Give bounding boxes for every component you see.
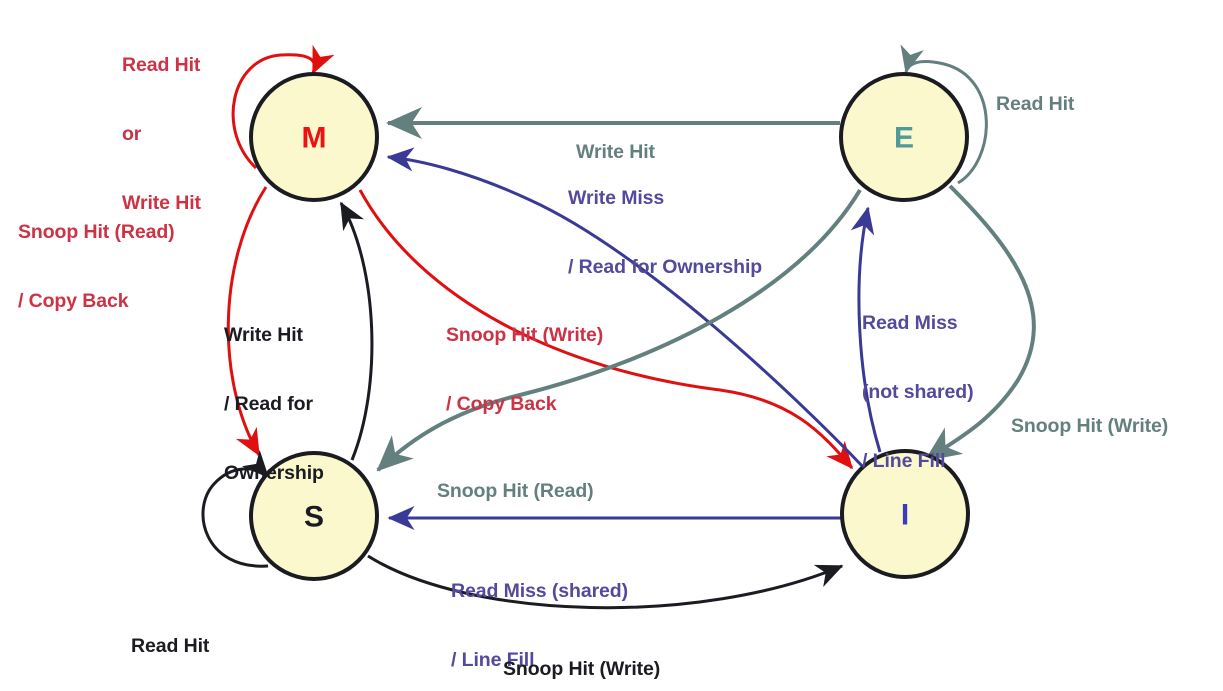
edge-i-to-e <box>850 206 882 453</box>
edge-label-s-to-i: Snoop Hit (Write) <box>503 612 660 691</box>
state-label-s: S <box>304 501 324 534</box>
edge-label-e-to-s-line1: Snoop Hit (Read) <box>437 480 594 502</box>
state-circle-s[interactable] <box>249 451 379 581</box>
edge-label-m-to-s-line1: Snoop Hit (Read) <box>18 221 175 243</box>
edge-m-to-m <box>231 44 335 170</box>
edge-label-s-to-m-line1: Write Hit <box>224 324 303 346</box>
edge-label-e-to-m-line1: Write Hit <box>576 141 655 163</box>
edge-m-to-i <box>358 189 854 470</box>
edge-label-i-to-e-line1: Read Miss <box>862 312 958 334</box>
edge-label-s-to-m: Write Hit / Read for Ownership <box>224 278 324 531</box>
state-label-i: I <box>901 499 909 532</box>
edge-label-i-to-m-line1: Write Miss <box>568 187 665 209</box>
state-label-e: E <box>894 122 914 155</box>
edge-label-e-to-m: Write Hit <box>576 95 655 210</box>
state-node-e[interactable]: E <box>839 72 969 202</box>
edge-e-to-e <box>900 44 988 185</box>
edge-label-i-to-s-line2: / Line Fill <box>451 649 535 671</box>
edge-label-s-to-i-line1: Snoop Hit (Write) <box>503 658 661 680</box>
edge-label-i-to-m-line2: / Read for Ownership <box>568 256 763 278</box>
edge-label-m-to-s: Snoop Hit (Read) / Copy Back <box>18 175 175 359</box>
edge-i-to-m <box>386 147 868 472</box>
state-circle-m[interactable] <box>249 72 379 202</box>
edge-label-m-self-line3: Write Hit <box>122 192 201 214</box>
edge-s-to-s <box>201 450 270 568</box>
edge-label-i-to-e-line3: / Line Fill <box>862 450 946 472</box>
edge-label-s-to-m-line2: / Read for <box>224 393 313 415</box>
state-circle-i[interactable] <box>840 449 970 579</box>
state-circle-e[interactable] <box>839 72 969 202</box>
edge-label-m-to-i-line2: / Copy Back <box>446 393 557 415</box>
edge-label-e-self: Read Hit <box>996 47 1074 162</box>
edge-label-s-to-m-line3: Ownership <box>224 462 324 484</box>
edge-label-m-to-i-line1: Snoop Hit (Write) <box>446 324 604 346</box>
edge-label-s-self: Read Hit or Snoop Hit (Read) <box>131 589 288 691</box>
state-node-m[interactable]: M <box>249 72 379 202</box>
edge-label-i-to-s-line1: Read Miss (shared) <box>451 580 629 602</box>
edge-label-e-self-line1: Read Hit <box>996 93 1075 115</box>
edge-label-s-self-line1: Read Hit <box>131 635 210 657</box>
edge-label-i-to-s: Read Miss (shared) / Line Fill <box>451 534 628 691</box>
edge-e-to-s <box>376 188 862 472</box>
edge-label-e-to-i: Snoop Hit (Write) <box>1011 369 1168 484</box>
edge-label-i-to-e: Read Miss (not shared) / Line Fill <box>862 266 974 519</box>
edge-label-m-to-i: Snoop Hit (Write) / Copy Back <box>446 278 603 462</box>
state-node-s[interactable]: S <box>249 451 379 581</box>
state-node-i[interactable]: I <box>840 449 970 579</box>
edge-label-e-to-s: Snoop Hit (Read) <box>437 434 594 549</box>
edge-e-to-i <box>924 184 1036 462</box>
edge-s-to-m <box>339 201 374 461</box>
edge-label-m-self-line2: or <box>122 123 142 145</box>
edge-label-e-to-i-line1: Snoop Hit (Write) <box>1011 415 1169 437</box>
edge-label-i-to-m: Write Miss / Read for Ownership <box>568 141 762 325</box>
edge-m-to-s <box>226 186 268 457</box>
edge-s-to-i <box>367 554 844 610</box>
edge-label-m-self: Read Hit or Write Hit <box>122 8 201 261</box>
state-label-m: M <box>302 122 327 155</box>
edge-label-m-to-s-line2: / Copy Back <box>18 290 129 312</box>
edge-label-m-self-line1: Read Hit <box>122 54 201 76</box>
edge-label-i-to-e-line2: (not shared) <box>862 381 974 403</box>
